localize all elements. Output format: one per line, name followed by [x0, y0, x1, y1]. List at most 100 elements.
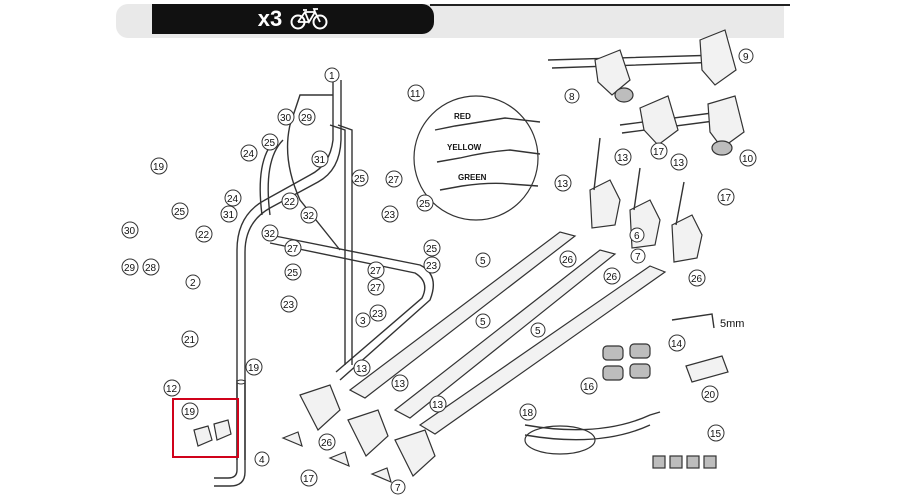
callout-31a: 31	[311, 150, 329, 168]
callout-5a: 5	[475, 252, 491, 268]
svg-text:24: 24	[243, 149, 255, 160]
callout-27d: 27	[367, 278, 385, 296]
svg-text:30: 30	[280, 113, 292, 124]
svg-text:27: 27	[370, 266, 382, 277]
callout-17b: 17	[717, 188, 735, 206]
svg-text:23: 23	[283, 300, 295, 311]
part-15-clips	[652, 455, 717, 469]
bike-cradles	[547, 29, 745, 156]
svg-text:32: 32	[264, 229, 276, 240]
svg-text:28: 28	[145, 263, 157, 274]
callout-14: 14	[668, 334, 686, 352]
callout-25a: 25	[261, 133, 279, 151]
svg-text:20: 20	[704, 390, 716, 401]
svg-text:23: 23	[372, 309, 384, 320]
callouts: 1 2 3 4 5 5 5 6 7 7 8 9 10 11 12 13 13 1…	[121, 48, 757, 495]
callout-12: 12	[163, 379, 181, 397]
svg-text:2: 2	[190, 278, 196, 289]
svg-text:13: 13	[394, 379, 406, 390]
svg-text:25: 25	[264, 138, 276, 149]
callout-13c: 13	[670, 153, 688, 171]
rails	[348, 231, 667, 435]
callout-5c: 5	[530, 322, 546, 338]
dimension-label: 5mm	[720, 318, 744, 330]
callout-23a: 23	[381, 205, 399, 223]
strap-label-green: GREEN	[458, 173, 487, 182]
callout-32b: 32	[261, 224, 279, 242]
svg-text:19: 19	[153, 162, 165, 173]
callout-26a: 26	[559, 250, 577, 268]
callout-25e: 25	[423, 239, 441, 257]
svg-text:30: 30	[124, 226, 136, 237]
svg-text:27: 27	[287, 244, 299, 255]
title-text: x3	[257, 6, 283, 31]
svg-text:8: 8	[569, 92, 575, 103]
svg-text:26: 26	[562, 255, 574, 266]
callout-7b: 7	[390, 479, 406, 495]
svg-text:22: 22	[284, 197, 296, 208]
svg-text:15: 15	[710, 429, 722, 440]
part-19-pads	[193, 419, 232, 447]
callout-11: 11	[407, 84, 425, 102]
svg-text:27: 27	[370, 283, 382, 294]
svg-text:7: 7	[635, 252, 641, 263]
callout-3: 3	[355, 312, 371, 328]
svg-text:25: 25	[354, 174, 366, 185]
svg-text:13: 13	[617, 153, 629, 164]
svg-text:19: 19	[184, 407, 196, 418]
svg-text:26: 26	[606, 272, 618, 283]
callout-17a: 17	[650, 142, 668, 160]
svg-text:4: 4	[259, 455, 265, 466]
callout-18: 18	[519, 403, 537, 421]
callout-28: 28	[142, 258, 160, 276]
svg-text:13: 13	[432, 400, 444, 411]
base-tube	[214, 379, 246, 487]
bicycle-icon	[290, 8, 328, 30]
callout-22a: 22	[281, 192, 299, 210]
svg-text:29: 29	[124, 263, 136, 274]
callout-25c: 25	[351, 169, 369, 187]
part-16-pads	[602, 343, 651, 381]
callout-30b: 30	[121, 221, 139, 239]
callout-6: 6	[629, 227, 645, 243]
svg-text:13: 13	[557, 179, 569, 190]
callout-23b: 23	[423, 256, 441, 274]
callout-13a: 13	[554, 174, 572, 192]
callout-32a: 32	[300, 206, 318, 224]
svg-text:25: 25	[287, 268, 299, 279]
svg-text:7: 7	[395, 483, 401, 494]
callout-24b: 24	[224, 189, 242, 207]
svg-text:12: 12	[166, 384, 178, 395]
callout-26b: 26	[603, 267, 621, 285]
wheel-holders	[589, 137, 703, 263]
callout-5b: 5	[475, 313, 491, 329]
callout-4: 4	[254, 451, 270, 467]
strap-detail: RED YELLOW GREEN	[413, 95, 541, 221]
callout-8: 8	[564, 88, 580, 104]
callout-26d: 26	[318, 433, 336, 451]
svg-text:29: 29	[301, 113, 313, 124]
callout-19b: 19	[245, 358, 263, 376]
svg-text:5: 5	[535, 326, 541, 337]
callout-13b: 13	[614, 148, 632, 166]
callout-21: 21	[181, 330, 199, 348]
callout-19a: 19	[150, 157, 168, 175]
svg-text:25: 25	[419, 199, 431, 210]
svg-text:9: 9	[743, 52, 749, 63]
svg-text:11: 11	[410, 89, 421, 100]
callout-25b: 25	[171, 202, 189, 220]
svg-text:24: 24	[227, 194, 239, 205]
callout-23c: 23	[280, 295, 298, 313]
strap-label-red: RED	[454, 112, 471, 121]
svg-text:31: 31	[223, 210, 235, 221]
header-rule	[430, 4, 790, 6]
callout-13f: 13	[429, 395, 447, 413]
callout-25f: 25	[284, 263, 302, 281]
svg-text:14: 14	[671, 339, 683, 350]
callout-24a: 24	[240, 144, 258, 162]
callout-25d: 25	[416, 194, 434, 212]
svg-text:18: 18	[522, 408, 534, 419]
svg-text:13: 13	[356, 364, 368, 375]
callout-13e: 13	[391, 374, 409, 392]
svg-text:21: 21	[184, 335, 196, 346]
